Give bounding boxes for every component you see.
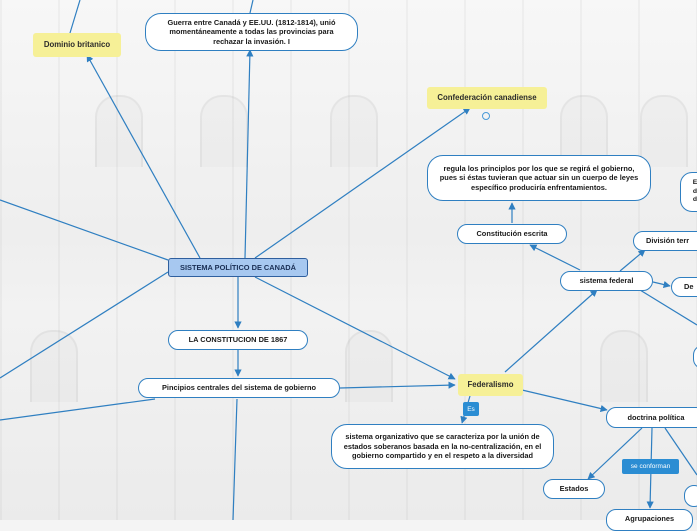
node-constitucion-1867[interactable]: LA CONSTITUCION DE 1867: [168, 330, 308, 350]
background-arch: [200, 95, 248, 167]
link-central-confederacion: [254, 107, 471, 259]
link-sistema-federal-constitucion: [529, 244, 581, 271]
node-constitucion-escrita[interactable]: Constitución escrita: [457, 224, 567, 244]
link-doctrina-right: [664, 427, 697, 476]
node-sistema-federal[interactable]: sistema federal: [560, 271, 653, 291]
node-confederacion-canadiense[interactable]: Confederación canadiense: [427, 87, 547, 109]
node-principios-centrales[interactable]: Pincipios centrales del sistema de gobie…: [138, 378, 340, 398]
link-central-left-lower: [0, 271, 169, 379]
node-cut-right-bottom[interactable]: [684, 485, 697, 507]
link-top-left: [69, 0, 81, 34]
tag-se-conforman[interactable]: se conforman: [622, 459, 679, 474]
background-arch: [600, 330, 648, 402]
link-principios-down: [232, 398, 238, 520]
link-guerra-top: [249, 0, 254, 14]
link-central-dominio: [86, 54, 201, 259]
node-sistema-organizativo[interactable]: sistema organizativo que se caracteriza …: [331, 424, 554, 469]
link-principios-federalismo: [339, 381, 456, 389]
comment-icon[interactable]: [482, 112, 490, 120]
link-federalismo-doctrina: [521, 389, 608, 413]
node-division-territorial[interactable]: División terr: [633, 231, 697, 251]
node-de[interactable]: De: [671, 277, 697, 297]
link-central-left-upper: [0, 199, 169, 261]
link-central-guerra: [244, 49, 254, 259]
background-arch: [560, 95, 608, 167]
background-arch: [640, 95, 688, 167]
link-principios-left: [0, 398, 156, 421]
background-arch: [345, 330, 393, 402]
link-sistema-federal-division: [619, 249, 646, 272]
link-sistema-federal-de: [652, 281, 671, 289]
node-doctrina-politica[interactable]: doctrina política: [606, 407, 697, 428]
link-central-federalismo: [254, 276, 456, 380]
background-arch: [30, 330, 78, 402]
connector-lines: [0, 0, 697, 520]
node-sistema-politico-canada[interactable]: SISTEMA POLÍTICO DE CANADÁ: [168, 258, 308, 277]
background-arch: [95, 95, 143, 167]
tag-es[interactable]: Es: [463, 402, 479, 416]
node-agrupaciones[interactable]: Agrupaciones: [606, 509, 693, 531]
node-federalismo[interactable]: Federalismo: [458, 374, 523, 396]
link-sistema-federal-right: [639, 289, 697, 326]
node-dominio-britanico[interactable]: Dominio britanico: [33, 33, 121, 57]
node-cut-right[interactable]: E d d: [680, 172, 697, 212]
node-regula-principios[interactable]: regula los principlos por los que se reg…: [427, 155, 651, 201]
link-doctrina-estados: [587, 427, 643, 480]
link-federalismo-sistema-federal: [504, 289, 598, 373]
background-arch: [330, 95, 378, 167]
node-guerra-canada-eeuu[interactable]: Guerra entre Canadá y EE.UU. (1812-1814)…: [145, 13, 358, 51]
node-estados[interactable]: Estados: [543, 479, 605, 499]
